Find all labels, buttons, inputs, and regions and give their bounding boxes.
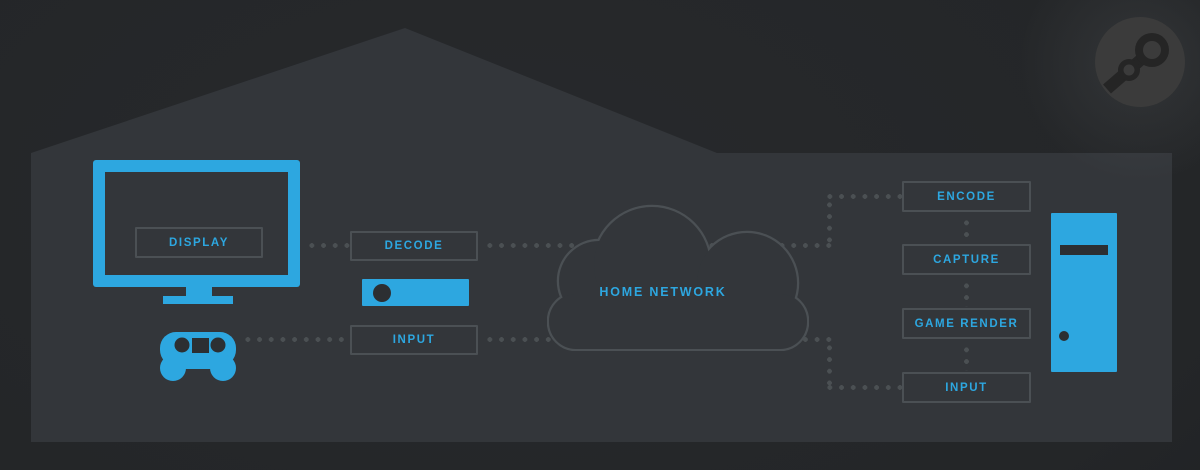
network-cloud-icon [547, 204, 809, 351]
connector-controller-to-input [242, 337, 348, 342]
host-input-node: INPUT [902, 372, 1031, 403]
display-node: DISPLAY [135, 227, 263, 258]
encode-node: ENCODE [902, 181, 1031, 212]
tv-icon [93, 160, 300, 287]
connector-elbow-bottom-vertical [827, 342, 832, 386]
connector-network-to-host-input [824, 385, 902, 390]
pc-tower-drive-bay [1060, 245, 1108, 255]
tv-screen [105, 172, 288, 275]
decode-node: DECODE [350, 231, 478, 261]
connector-game-render-to-host-input [964, 344, 969, 371]
game-controller-icon [160, 332, 236, 381]
connector-tv-to-decode [306, 243, 350, 248]
connector-network-to-encode [824, 194, 902, 199]
connector-elbow-top-vertical [827, 199, 832, 243]
tv-stand-neck [186, 286, 212, 297]
streaming-device-button [373, 284, 391, 302]
steam-logo-icon [1095, 17, 1185, 107]
client-input-node: INPUT [350, 325, 478, 355]
connector-capture-to-game-render [964, 280, 969, 307]
connector-encode-to-capture [964, 217, 969, 243]
capture-node: CAPTURE [902, 244, 1031, 275]
pc-tower-power-button [1059, 331, 1069, 341]
game-render-node: GAME RENDER [902, 308, 1031, 339]
tv-stand-base [163, 296, 233, 304]
home-network-label: HOME NETWORK [599, 285, 727, 299]
pc-tower-icon [1051, 213, 1117, 372]
